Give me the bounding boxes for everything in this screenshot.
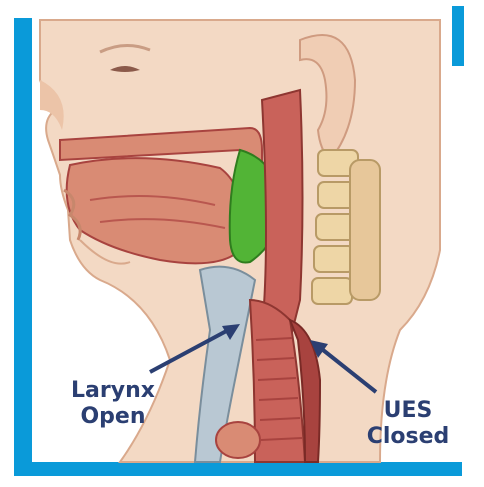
frame-left-bar xyxy=(14,18,32,474)
pharynx xyxy=(262,90,303,340)
frame-bottom-bar xyxy=(14,462,462,476)
larynx-open-label: Larynx Open xyxy=(54,378,172,430)
cervical-spine xyxy=(312,150,380,304)
thyroid xyxy=(216,422,260,458)
larynx-label-line1: Larynx xyxy=(54,378,172,404)
frame-right-top-bar xyxy=(452,6,464,66)
larynx-label-line2: Open xyxy=(54,404,172,430)
ues-label-line1: UES xyxy=(348,398,468,424)
ues-closed-label: UES Closed xyxy=(348,398,468,450)
ues-label-line2: Closed xyxy=(348,424,468,450)
